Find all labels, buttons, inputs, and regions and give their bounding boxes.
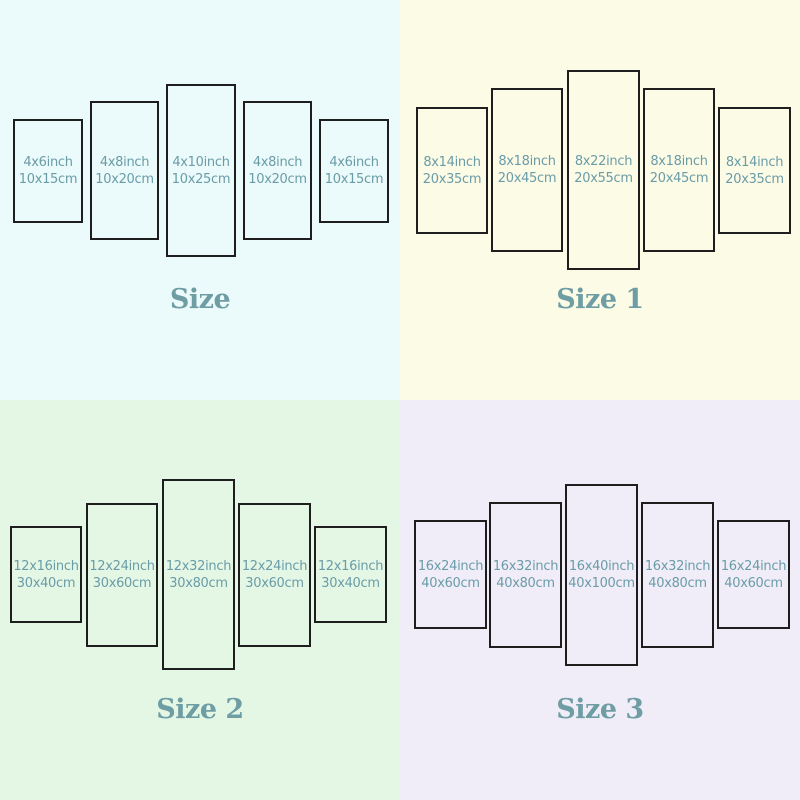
panel-inch-label: 8x14inch bbox=[423, 154, 481, 170]
panel-cm-label: 30x60cm bbox=[92, 576, 152, 591]
panel-inch-label: 12x16inch bbox=[13, 558, 79, 574]
panel-inch-label: 12x16inch bbox=[317, 558, 384, 574]
size-2-title: Size 2 bbox=[156, 694, 244, 725]
panel-cm-label: 30x40cm bbox=[321, 575, 380, 591]
panel-inch-label: 4x6inch bbox=[329, 155, 379, 170]
panel-cm-label: 20x45cm bbox=[497, 171, 557, 186]
size-3-quadrant: 16x24inch 40x60cm 16x32inch 40x80cm 16x4… bbox=[400, 400, 800, 800]
panel-cm-label: 40x60cm bbox=[724, 575, 783, 591]
canvas-panel: 12x32inch 30x80cm bbox=[162, 479, 235, 670]
panel-inch-label: 12x24inch bbox=[241, 559, 308, 574]
canvas-panel: 12x16inch 30x40cm bbox=[314, 526, 387, 623]
panel-cm-label: 10x15cm bbox=[18, 172, 78, 187]
panel-cm-label: 30x40cm bbox=[16, 575, 76, 591]
panel-cm-label: 40x100cm bbox=[568, 576, 635, 591]
panel-cm-label: 40x60cm bbox=[421, 575, 480, 591]
panel-inch-label: 4x6inch bbox=[23, 155, 73, 170]
canvas-panel: 16x40inch 40x100cm bbox=[565, 484, 638, 666]
canvas-panel: 8x14inch 20x35cm bbox=[718, 107, 791, 234]
panel-cm-label: 10x25cm bbox=[171, 171, 231, 187]
panel-cm-label: 10x15cm bbox=[324, 172, 384, 187]
canvas-panel: 4x8inch 10x20cm bbox=[243, 101, 312, 240]
canvas-panel: 16x24inch 40x60cm bbox=[414, 520, 487, 629]
canvas-panel: 4x10inch 10x25cm bbox=[166, 84, 236, 257]
panel-cm-label: 30x80cm bbox=[169, 575, 228, 591]
canvas-panel: 8x22inch 20x55cm bbox=[567, 70, 640, 270]
panel-inch-label: 8x22inch bbox=[574, 154, 633, 169]
canvas-panel: 4x6inch 10x15cm bbox=[319, 119, 389, 223]
canvas-panel: 8x14inch 20x35cm bbox=[416, 107, 488, 234]
panel-cm-label: 10x20cm bbox=[248, 171, 307, 187]
size-2-quadrant: 12x16inch 30x40cm 12x24inch 30x60cm 12x3… bbox=[0, 400, 400, 800]
canvas-panel: 4x8inch 10x20cm bbox=[90, 101, 159, 240]
size-title: Size bbox=[169, 284, 231, 315]
canvas-panel: 8x18inch 20x45cm bbox=[491, 88, 563, 252]
panel-cm-label: 40x80cm bbox=[496, 576, 555, 591]
panel-inch-label: 4x10inch bbox=[172, 154, 230, 170]
canvas-panel: 12x16inch 30x40cm bbox=[10, 526, 82, 623]
panel-inch-label: 8x18inch bbox=[498, 154, 556, 169]
panel-inch-label: 8x14inch bbox=[725, 154, 784, 170]
panel-inch-label: 16x40inch bbox=[568, 559, 635, 574]
panel-cm-label: 30x60cm bbox=[245, 576, 304, 591]
canvas-panel: 4x6inch 10x15cm bbox=[13, 119, 83, 223]
panel-cm-label: 10x20cm bbox=[95, 171, 154, 187]
canvas-panel: 12x24inch 30x60cm bbox=[86, 503, 158, 647]
panel-inch-label: 16x32inch bbox=[644, 559, 711, 574]
canvas-panel: 16x24inch 40x60cm bbox=[717, 520, 790, 629]
size-1-quadrant: 8x14inch 20x35cm 8x18inch 20x45cm 8x22in… bbox=[400, 0, 800, 400]
panel-inch-label: 12x32inch bbox=[165, 558, 232, 574]
panel-inch-label: 4x8inch bbox=[99, 154, 150, 170]
canvas-panel: 16x32inch 40x80cm bbox=[489, 502, 562, 648]
canvas-panel: 16x32inch 40x80cm bbox=[641, 502, 714, 648]
panel-cm-label: 20x45cm bbox=[649, 171, 709, 186]
size-3-title: Size 3 bbox=[556, 694, 644, 725]
panel-inch-label: 16x32inch bbox=[492, 559, 559, 574]
panel-inch-label: 12x24inch bbox=[89, 559, 155, 574]
panel-cm-label: 40x80cm bbox=[648, 576, 707, 591]
panel-inch-label: 8x18inch bbox=[650, 154, 708, 169]
canvas-panel: 12x24inch 30x60cm bbox=[238, 503, 311, 647]
panel-inch-label: 4x8inch bbox=[252, 154, 303, 170]
panel-cm-label: 20x55cm bbox=[574, 171, 633, 186]
panel-cm-label: 20x35cm bbox=[725, 171, 784, 187]
panel-inch-label: 16x24inch bbox=[417, 558, 484, 574]
panel-cm-label: 20x35cm bbox=[422, 171, 482, 187]
size-1-title: Size 1 bbox=[556, 284, 644, 315]
size-quadrant: 4x6inch 10x15cm 4x8inch 10x20cm 4x10inch… bbox=[0, 0, 400, 400]
canvas-panel: 8x18inch 20x45cm bbox=[643, 88, 715, 252]
panel-inch-label: 16x24inch bbox=[720, 558, 787, 574]
